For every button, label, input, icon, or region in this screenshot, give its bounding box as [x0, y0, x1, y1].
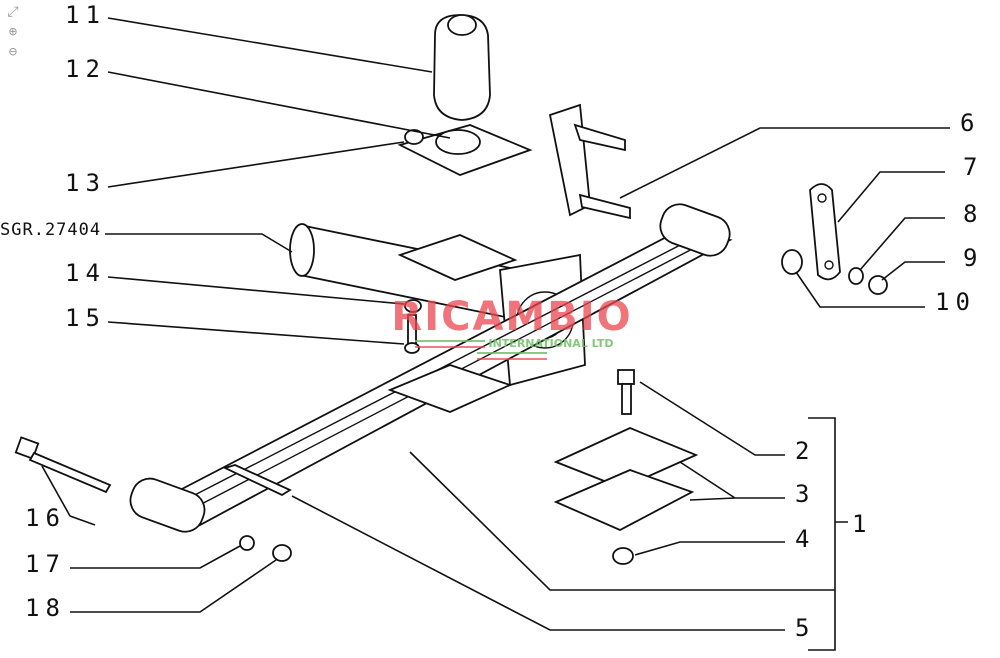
fit-screen-icon[interactable]: ⤢: [7, 4, 19, 20]
nut-part-18[interactable]: [272, 544, 292, 562]
bump-stop-plate-part-12[interactable]: [397, 124, 533, 176]
shackle-part-6[interactable]: [548, 103, 631, 220]
callout-15[interactable]: 15: [65, 304, 106, 332]
callout-14[interactable]: 14: [65, 259, 106, 287]
callout-9[interactable]: 9: [963, 244, 983, 272]
nut-part-13[interactable]: [404, 129, 424, 145]
zoom-in-icon[interactable]: ⊕: [8, 24, 18, 40]
callout-labels: 11 12 13 SGR.27404 14 15 16 17 18 5 6 7 …: [0, 1, 983, 642]
callout-17[interactable]: 17: [25, 550, 66, 578]
callout-6[interactable]: 6: [960, 109, 980, 137]
callout-13[interactable]: 13: [65, 169, 106, 197]
callout-12[interactable]: 12: [65, 55, 106, 83]
callout-3[interactable]: 3: [795, 480, 815, 508]
nut-part-4[interactable]: [612, 547, 634, 565]
bump-stop-part-11[interactable]: [433, 14, 491, 121]
callout-8[interactable]: 8: [963, 200, 983, 228]
long-bolt-part-16[interactable]: [14, 436, 112, 494]
callout-5[interactable]: 5: [795, 614, 815, 642]
bolt-part-14[interactable]: [404, 299, 422, 313]
washer-part-8[interactable]: [848, 267, 864, 285]
zoom-out-icon[interactable]: ⊖: [8, 44, 18, 60]
bushing-part-10[interactable]: [781, 249, 803, 275]
callout-2[interactable]: 2: [795, 437, 815, 465]
plates-part-3[interactable]: [553, 427, 699, 531]
callout-4[interactable]: 4: [795, 525, 815, 553]
leader-lines: [41, 17, 950, 651]
callout-7[interactable]: 7: [963, 153, 983, 181]
link-plate-part-7[interactable]: [809, 183, 841, 281]
bolt-part-2[interactable]: [617, 369, 635, 415]
callout-11[interactable]: 11: [65, 1, 106, 29]
callout-16[interactable]: 16: [25, 504, 66, 532]
callout-18[interactable]: 18: [25, 594, 66, 622]
leaf-spring-part-5[interactable]: [125, 199, 734, 537]
reference-code[interactable]: SGR.27404: [0, 220, 101, 240]
callout-1[interactable]: 1: [852, 510, 872, 538]
washer-part-17[interactable]: [239, 535, 255, 551]
viewer-toolbar: ⤢ ⊕ ⊖: [4, 3, 26, 63]
bolt-part-15[interactable]: [404, 314, 420, 354]
callout-10[interactable]: 10: [935, 288, 976, 316]
